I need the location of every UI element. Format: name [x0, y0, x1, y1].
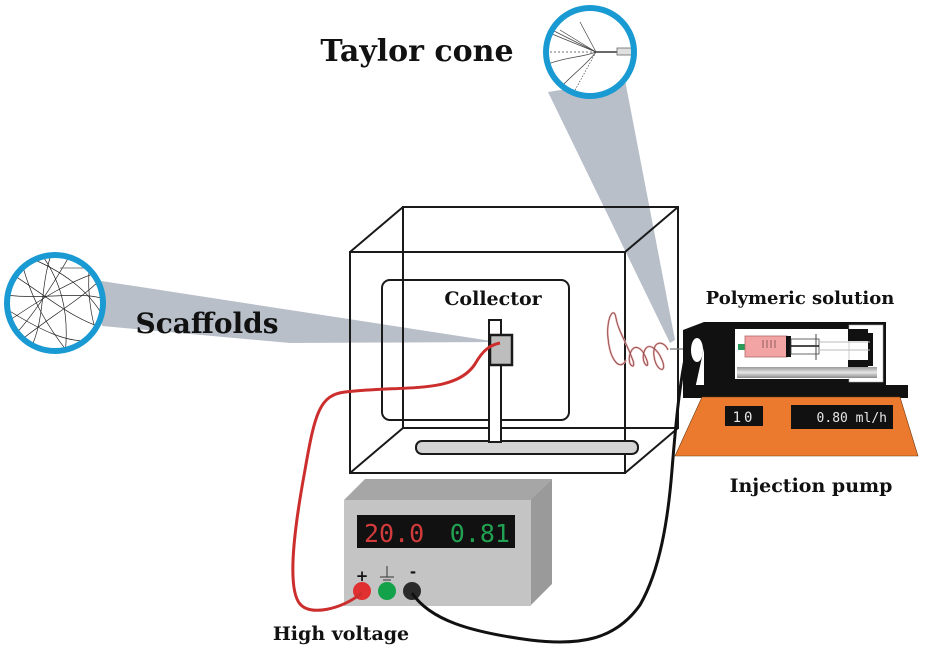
- collector-base-plate: [415, 440, 639, 455]
- collector-plate: [488, 333, 514, 367]
- scaffolds-label: Scaffolds: [135, 307, 278, 340]
- injection-pump: 10 0.80 ml/h: [674, 322, 919, 457]
- voltage-display: 20.0: [364, 519, 424, 548]
- pump-needle-hole: [691, 338, 703, 362]
- pump-left-display-bg: [725, 406, 763, 426]
- collector-frame: [381, 279, 570, 421]
- polymer-jet-spiral-outline: [607, 312, 669, 370]
- pump-left-display: 10: [733, 410, 756, 426]
- high-voltage-label: High voltage: [273, 623, 409, 645]
- polymeric-solution-label: Polymeric solution: [706, 288, 895, 309]
- black-wire: [410, 349, 689, 644]
- pump-rail: [737, 367, 877, 378]
- injection-pump-label: Injection pump: [730, 475, 893, 497]
- needle-icon: [616, 47, 634, 56]
- terminal-minus-label: -: [410, 563, 416, 581]
- taylor-cone-magnifier: [543, 5, 637, 99]
- collector-label: Collector: [444, 288, 542, 310]
- terminal-plus-label: +: [356, 567, 369, 585]
- red-wire: [291, 341, 501, 612]
- scaffolds-beam: [95, 280, 498, 343]
- terminal-ground[interactable]: [378, 582, 396, 600]
- power-display-bg: [357, 515, 515, 548]
- taylor-cone-label: Taylor cone: [320, 34, 513, 69]
- pump-right-display-bg: [791, 405, 893, 429]
- scaffolds-magnifier: [4, 252, 106, 354]
- high-voltage-power-supply: 20.0 0.81 + -: [344, 479, 552, 606]
- terminal-negative[interactable]: [403, 582, 421, 600]
- ground-symbol-icon: [380, 566, 394, 581]
- pump-right-display: 0.80 ml/h: [817, 411, 887, 426]
- current-display: 0.81: [450, 519, 510, 548]
- syringe: [738, 334, 870, 360]
- taylor-cone-beam: [548, 80, 675, 343]
